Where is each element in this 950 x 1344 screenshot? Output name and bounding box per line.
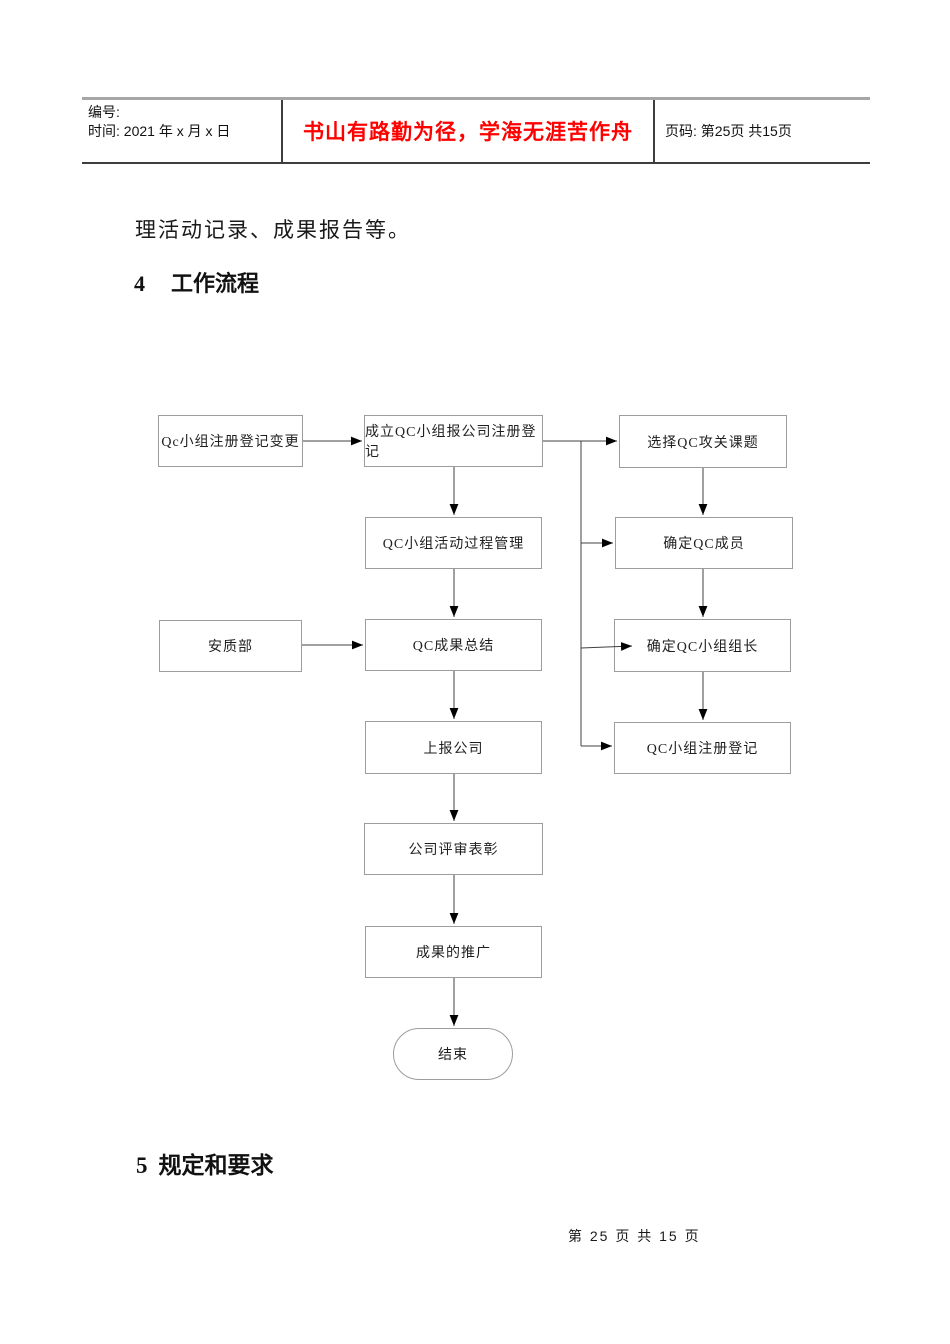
header-number-label: 编号: [88, 104, 120, 120]
flow-node-company-review-commend: 公司评审表彰 [364, 823, 543, 875]
heading-4-label: 工作流程 [171, 271, 260, 296]
heading-4-number: 4 [134, 271, 145, 296]
header-date-label: 时间: 2021 年 x 月 x 日 [88, 123, 231, 139]
header-table: 编号: 时间: 2021 年 x 月 x 日 书山有路勤为径，学海无涯苦作舟 页… [82, 97, 870, 164]
heading-work-process: 4 工作流程 [134, 266, 259, 298]
flow-node-report-to-company: 上报公司 [365, 721, 542, 774]
header-cell-info: 编号: 时间: 2021 年 x 月 x 日 [82, 100, 281, 162]
flow-node-activity-process-mgmt: QC小组活动过程管理 [365, 517, 542, 569]
flow-node-confirm-qc-members: 确定QC成员 [615, 517, 793, 569]
flow-node-qc-results-summary: QC成果总结 [365, 619, 542, 671]
header-cell-page-info: 页码: 第25页 共15页 [653, 100, 870, 162]
page-info-text: 页码: 第25页 共15页 [665, 123, 792, 139]
flow-node-qc-registration: QC小组注册登记 [614, 722, 791, 774]
body-paragraph: 理活动记录、成果报告等。 [135, 218, 411, 242]
heading-5-label: 规定和要求 [158, 1153, 274, 1178]
footer-page-number: 第 25 页 共 15 页 [568, 1228, 701, 1244]
flow-node-select-qc-topic: 选择QC攻关课题 [619, 415, 787, 468]
flow-node-establish-qc-group: 成立QC小组报公司注册登记 [364, 415, 543, 467]
motto-text: 书山有路勤为径，学海无涯苦作舟 [303, 121, 633, 144]
heading-rules-requirements: 5 规定和要求 [136, 1146, 274, 1180]
header-cell-motto: 书山有路勤为径，学海无涯苦作舟 [281, 100, 653, 162]
heading-5-number: 5 [136, 1153, 148, 1178]
flow-node-qc-reg-change: Qc小组注册登记变更 [158, 415, 303, 467]
flow-node-end-terminator: 结束 [393, 1028, 513, 1080]
flow-node-confirm-qc-leader: 确定QC小组组长 [614, 619, 791, 672]
flow-node-results-promotion: 成果的推广 [365, 926, 542, 978]
flow-node-safety-quality-dept: 安质部 [159, 620, 302, 672]
